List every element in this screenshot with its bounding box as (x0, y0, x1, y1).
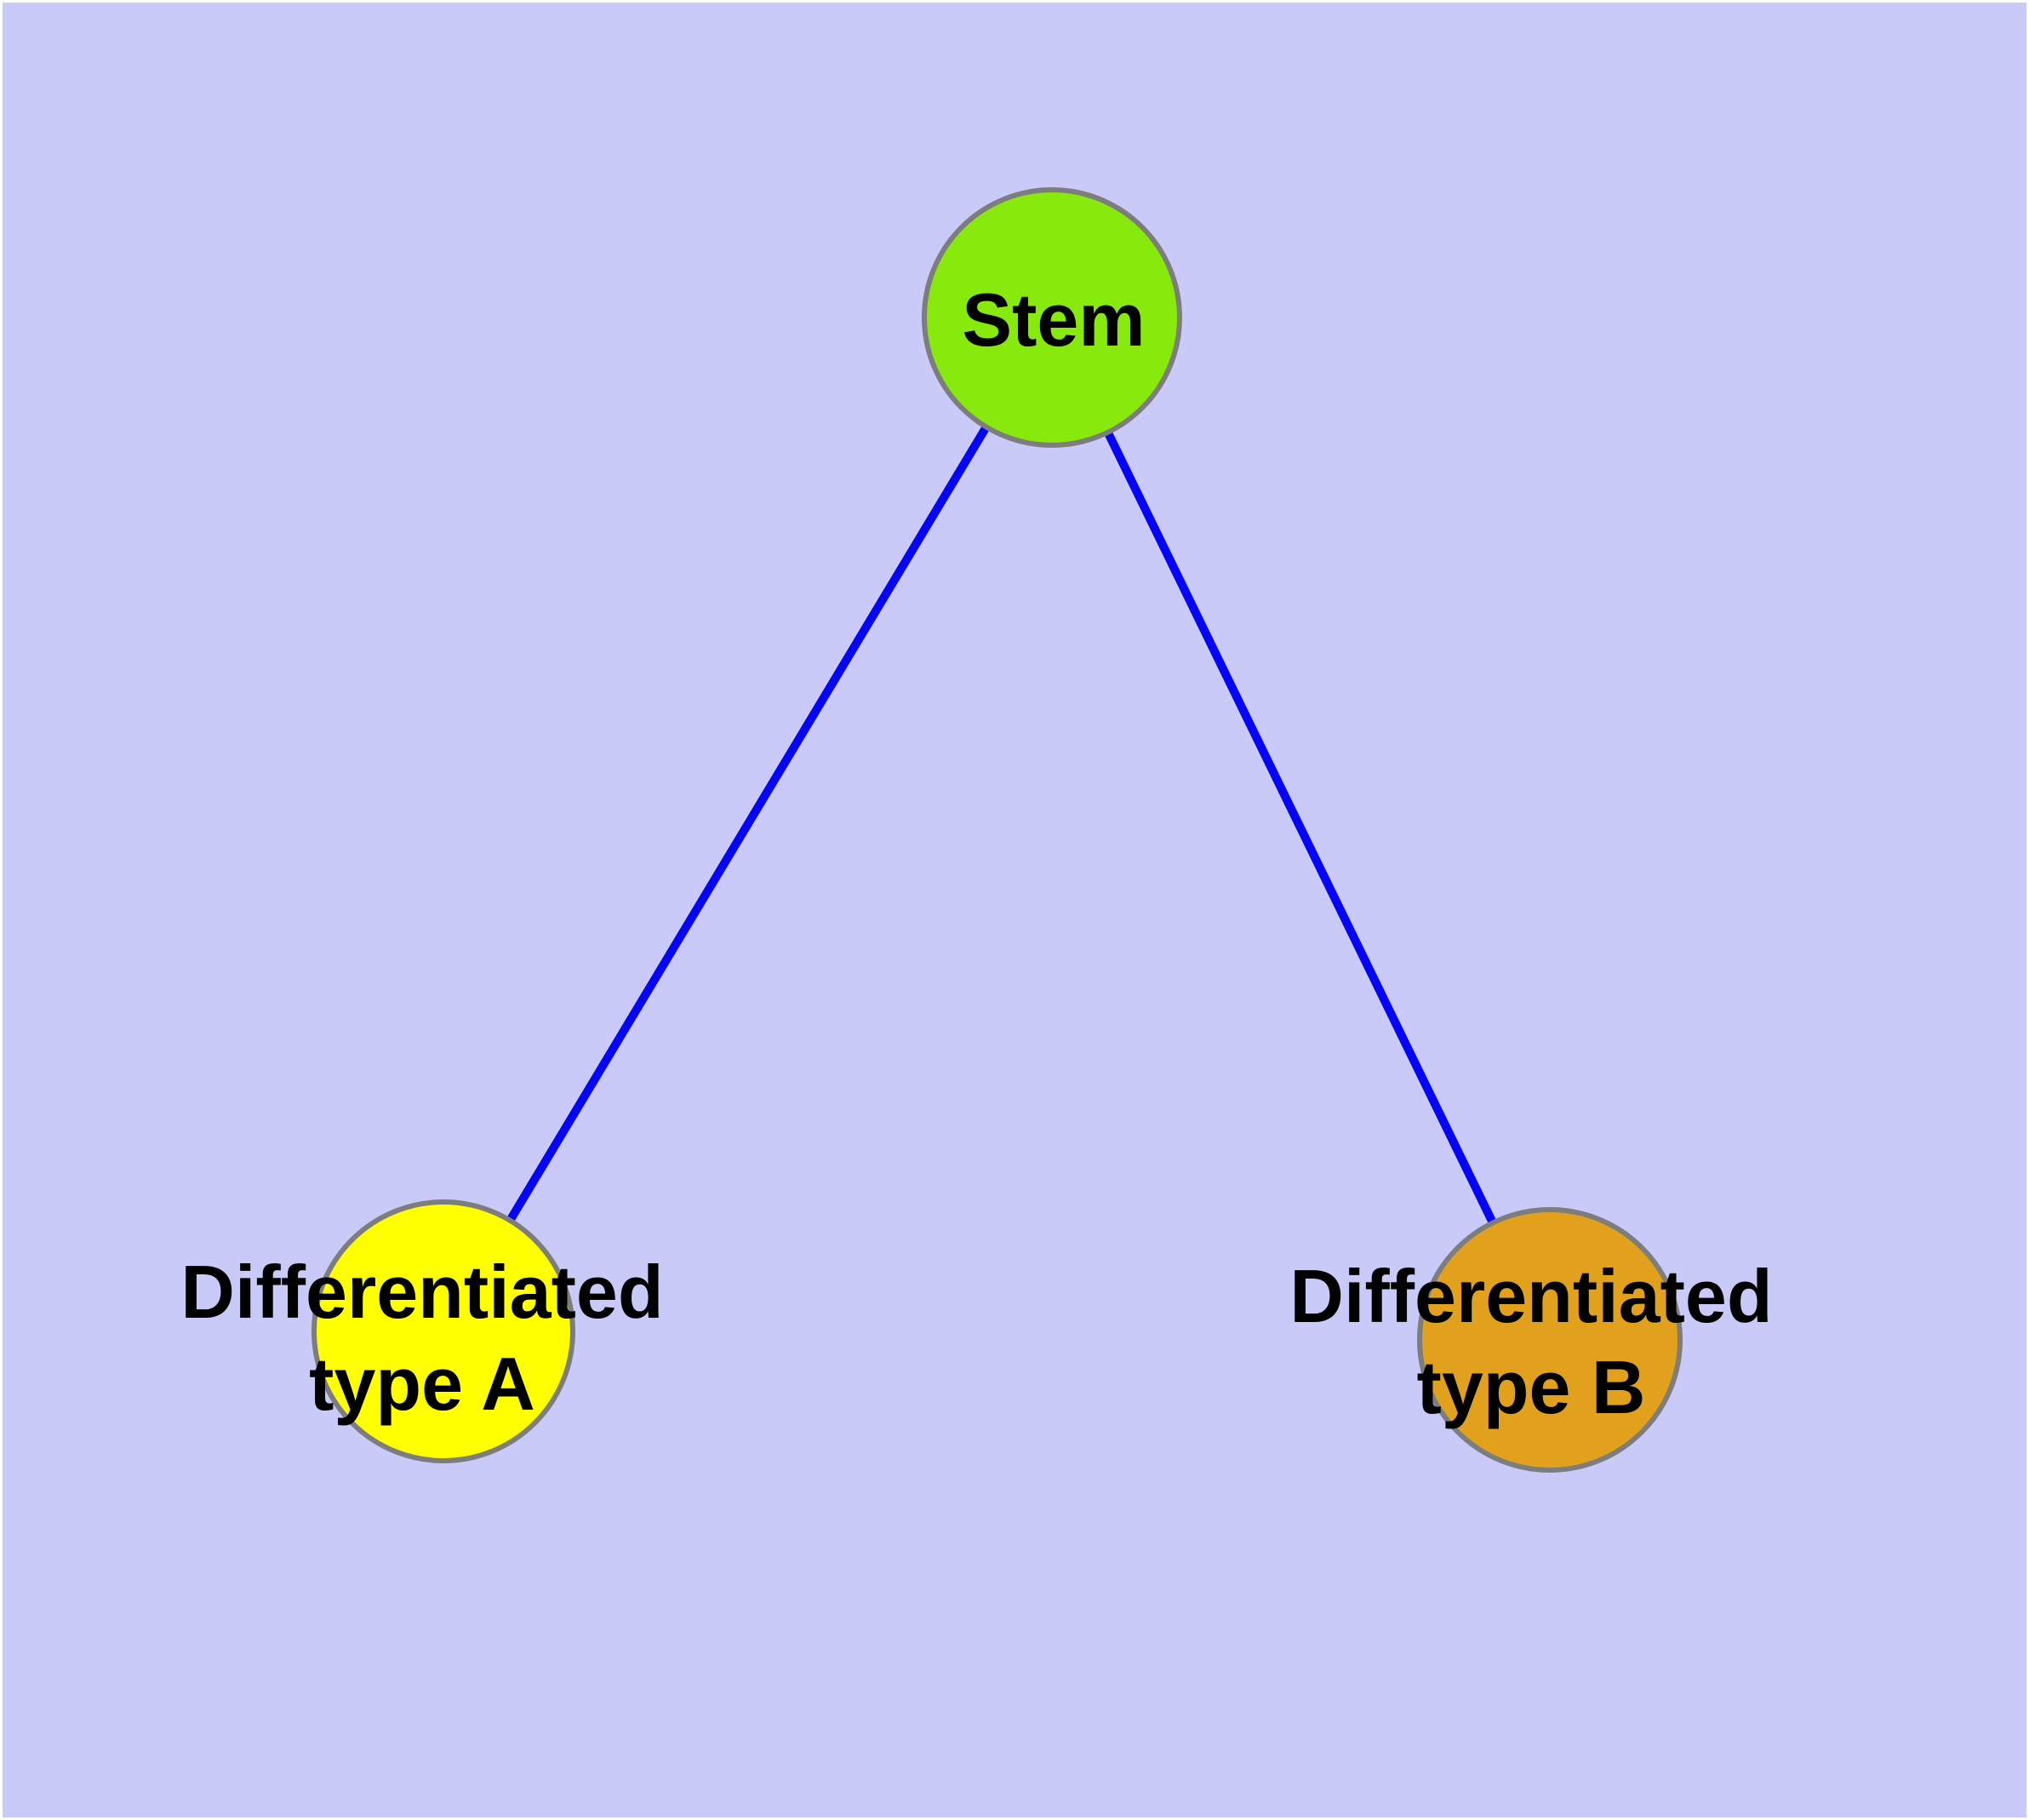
edge-group (439, 315, 1554, 1342)
node-type-b-circle (1417, 1207, 1683, 1473)
node-stem-label: Stem (962, 278, 1145, 362)
node-type-b-label-line2: type B (1417, 1345, 1646, 1429)
node-type-a-label-line2: type A (309, 1342, 535, 1426)
node-stem: Stem (922, 187, 1182, 448)
node-type-a-label-line1: Differentiated (180, 1250, 663, 1334)
edge-stem-to-type-b (1048, 315, 1554, 1342)
node-type-a-circle (311, 1199, 575, 1463)
node-type-b-label-line1: Differentiated (1289, 1254, 1772, 1338)
node-differentiated-type-a: Differentiated type A (180, 1199, 664, 1463)
edge-stem-to-type-a (439, 315, 1056, 1334)
node-stem-circle (922, 187, 1182, 448)
node-differentiated-type-b: Differentiated type B (1289, 1207, 1773, 1473)
